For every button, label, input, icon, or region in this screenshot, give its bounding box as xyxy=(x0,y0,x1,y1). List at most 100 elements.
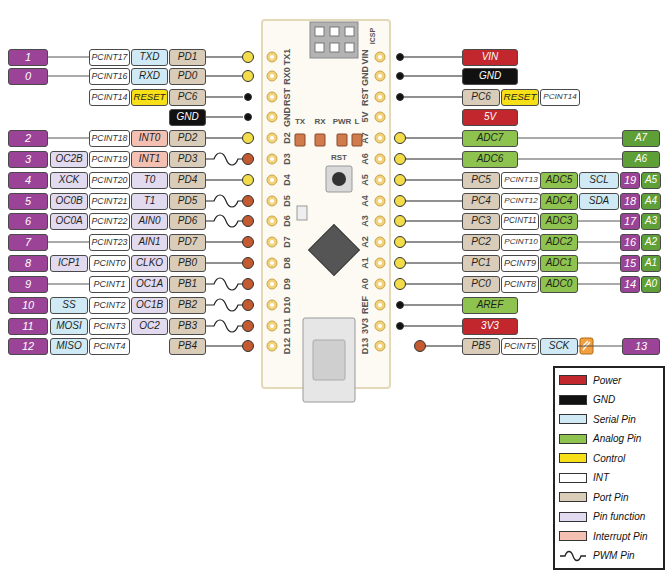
legend-swatch xyxy=(559,531,587,541)
pin-wire xyxy=(206,56,243,57)
pin-label-box: PCINT14 xyxy=(89,89,130,106)
pin-label-box: 3 xyxy=(8,151,48,168)
pwm-wire xyxy=(206,195,243,207)
silkscreen-label: A0 xyxy=(361,278,370,290)
pwm-wire xyxy=(206,320,243,332)
pin-wire xyxy=(400,220,462,221)
pin-label-box: ADC5 xyxy=(540,172,578,189)
reset-button xyxy=(326,166,352,192)
pin-label-box: PCINT4 xyxy=(89,338,130,355)
silkscreen-label: GND xyxy=(283,107,292,127)
pin-label-box: RXD xyxy=(131,68,168,85)
pin-label-box: 7 xyxy=(8,234,48,251)
pin-label: INT1 xyxy=(139,154,161,164)
pin-label: PCINT2 xyxy=(93,301,125,310)
pad-hole xyxy=(378,324,382,328)
pwm-wire xyxy=(206,278,243,290)
pin-wire xyxy=(400,179,462,180)
pad-hole xyxy=(378,136,382,140)
pin-label: PCINT14 xyxy=(543,93,576,101)
pad-hole xyxy=(270,178,274,182)
board-pad xyxy=(375,196,385,206)
row-line xyxy=(48,284,89,285)
row-line xyxy=(578,221,620,222)
pin-label-box: 12 xyxy=(8,338,48,355)
legend-row: Pin function xyxy=(559,510,645,524)
pin-label: OC1B xyxy=(136,300,163,310)
pin-dot xyxy=(395,216,406,227)
pin-label: PCINT23 xyxy=(92,238,128,247)
pin-label: PD0 xyxy=(178,71,197,81)
pin-wire xyxy=(206,75,243,76)
pad-hole xyxy=(378,344,382,348)
pin-label: PD6 xyxy=(178,216,197,226)
pin-label: SCK xyxy=(549,341,570,351)
pin-label-box: PCINT19 xyxy=(89,151,130,168)
board-pad xyxy=(267,258,277,268)
pin-label-box: INT0 xyxy=(131,130,168,147)
pin-label: T1 xyxy=(144,196,156,206)
pin-label-box: PD6 xyxy=(169,213,206,230)
pin-label-box: A1 xyxy=(641,255,661,272)
icsp-pin xyxy=(315,43,324,52)
pin-label-box: ICP1 xyxy=(50,255,88,272)
board-pad xyxy=(267,321,277,331)
row-line xyxy=(48,76,89,77)
pin-label-box: MOSI xyxy=(50,318,88,335)
legend-row: Port Pin xyxy=(559,490,629,504)
pin-label: 18 xyxy=(624,196,636,207)
pin-label-box: 8 xyxy=(8,255,48,272)
pad-hole xyxy=(270,219,274,223)
board-pad xyxy=(267,300,277,310)
pwm-wave xyxy=(560,551,586,560)
board-pad xyxy=(267,154,277,164)
legend-pwm-sample xyxy=(559,549,587,563)
pin-label: PCINT21 xyxy=(92,197,128,206)
pin-label-box: PD2 xyxy=(169,130,206,147)
icsp-pin xyxy=(330,43,339,52)
pin-label: PCINT0 xyxy=(93,259,125,268)
pin-dot xyxy=(243,133,254,144)
pin-wire xyxy=(400,262,462,263)
led xyxy=(315,134,325,146)
pin-label-box: PB0 xyxy=(169,255,206,272)
pin-label-box: 3V3 xyxy=(462,318,518,335)
pin-label: 4 xyxy=(25,175,31,186)
legend-row: PWM Pin xyxy=(559,549,635,563)
pin-label: PB0 xyxy=(178,258,197,268)
board-pad xyxy=(375,71,385,81)
pin-label: PCINT16 xyxy=(92,72,128,81)
legend-swatch xyxy=(559,473,587,483)
board-pad xyxy=(267,175,277,185)
pin-label: PCINT19 xyxy=(92,155,128,164)
pin-label-box: PC6 xyxy=(169,89,206,106)
pin-label-box: GND xyxy=(462,68,518,85)
pin-label: MISO xyxy=(56,341,82,351)
pin-label-box: 18 xyxy=(620,193,640,210)
pin-label: 5V xyxy=(484,112,496,122)
pad-hole xyxy=(270,199,274,203)
silkscreen-label: RX xyxy=(314,118,325,126)
pin-label: PD1 xyxy=(178,52,197,62)
silkscreen-label: D10 xyxy=(283,297,292,314)
icsp-header xyxy=(310,22,358,58)
pin-label-box: PCINT21 xyxy=(89,193,130,210)
silkscreen-label: A5 xyxy=(361,174,370,186)
pin-label-box: A7 xyxy=(622,130,660,147)
pin-wire xyxy=(400,56,462,57)
pin-label: PCINT14 xyxy=(92,93,128,102)
pin-label-box: PD5 xyxy=(169,193,206,210)
pin-label-box: PD3 xyxy=(169,151,206,168)
pin-dot xyxy=(243,196,254,207)
pin-label: 8 xyxy=(25,258,31,269)
pad-hole xyxy=(270,157,274,161)
pin-wire xyxy=(206,345,243,346)
pad-hole xyxy=(270,74,274,78)
pin-label-box: OC1A xyxy=(131,276,168,293)
pin-label-box: INT1 xyxy=(131,151,168,168)
icsp-pin xyxy=(345,43,354,52)
pin-label-box: PCINT13 xyxy=(501,172,541,189)
pin-label: A3 xyxy=(645,216,657,226)
silkscreen-label: 5V xyxy=(361,111,370,122)
pin-dot xyxy=(397,323,404,330)
